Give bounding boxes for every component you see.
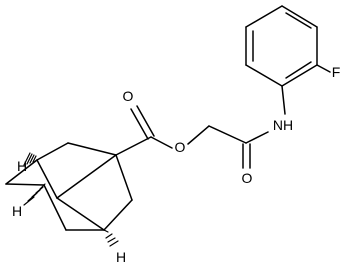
- ring-bond-6: [281, 64, 318, 87]
- oxygen-methylene-bond: [187, 125, 210, 145]
- ring-fluorine-bond: [316, 64, 331, 73]
- amide-nh-label: NH: [273, 117, 293, 133]
- cage-bond-bridge-bottom: [56, 197, 105, 231]
- hydrogen-bottom-label: H: [116, 249, 126, 265]
- ring-inner-double-bond-b: [285, 12, 312, 29]
- cage-bond-c1-top: [67, 142, 117, 156]
- ester-carbon-carbonyl-bond-b: [130, 108, 149, 140]
- cage-to-ester-carbon-bond: [115, 136, 152, 156]
- ester-carbon-carbonyl-bond-a: [136, 105, 155, 137]
- fluorine-label: F: [332, 64, 341, 80]
- ester-carbonyl: O O: [115, 88, 186, 156]
- cage-bond-lower-ch2: [43, 184, 67, 231]
- ring-inner-double-bond-c: [285, 61, 312, 79]
- stereo-hash-left: [23, 183, 46, 206]
- ring-bond-1: [245, 64, 283, 87]
- stereo-hash-top: [23, 152, 38, 166]
- stereo-hash-bottom: [103, 229, 119, 247]
- cage-bond-ch-leftmost: [5, 159, 38, 185]
- glycolamide-linker: O NH: [187, 117, 293, 186]
- carbonyl-oxygen-label: O: [123, 88, 134, 104]
- cage-bond-bridge-c1: [56, 154, 117, 199]
- hydrogen-top-label: H: [17, 158, 27, 174]
- fluorophenyl-ring: F: [245, 5, 341, 115]
- hydrogen-left-label: H: [12, 203, 22, 219]
- cage-bond-ch-bridge: [36, 159, 58, 199]
- amide-oxygen-label: O: [242, 170, 253, 186]
- ester-oxygen-label: O: [175, 139, 186, 155]
- cage-bond-leftmost-ch2: [5, 183, 45, 186]
- cage-bond-right-bottom: [103, 199, 133, 231]
- ester-carbon-oxygen-bond: [150, 136, 173, 149]
- ring-bond-3: [245, 5, 283, 28]
- methylene-amide-carbon-bond: [208, 125, 247, 144]
- nitrogen-ring-bond: [281, 85, 286, 115]
- adamantane-cage: H H H: [5, 142, 133, 265]
- cage-bond-top-ch: [36, 142, 69, 161]
- ring-bond-4: [281, 5, 318, 28]
- cage-bond-c1-right: [115, 154, 133, 201]
- amide-carbon-nitrogen-bond: [245, 131, 269, 144]
